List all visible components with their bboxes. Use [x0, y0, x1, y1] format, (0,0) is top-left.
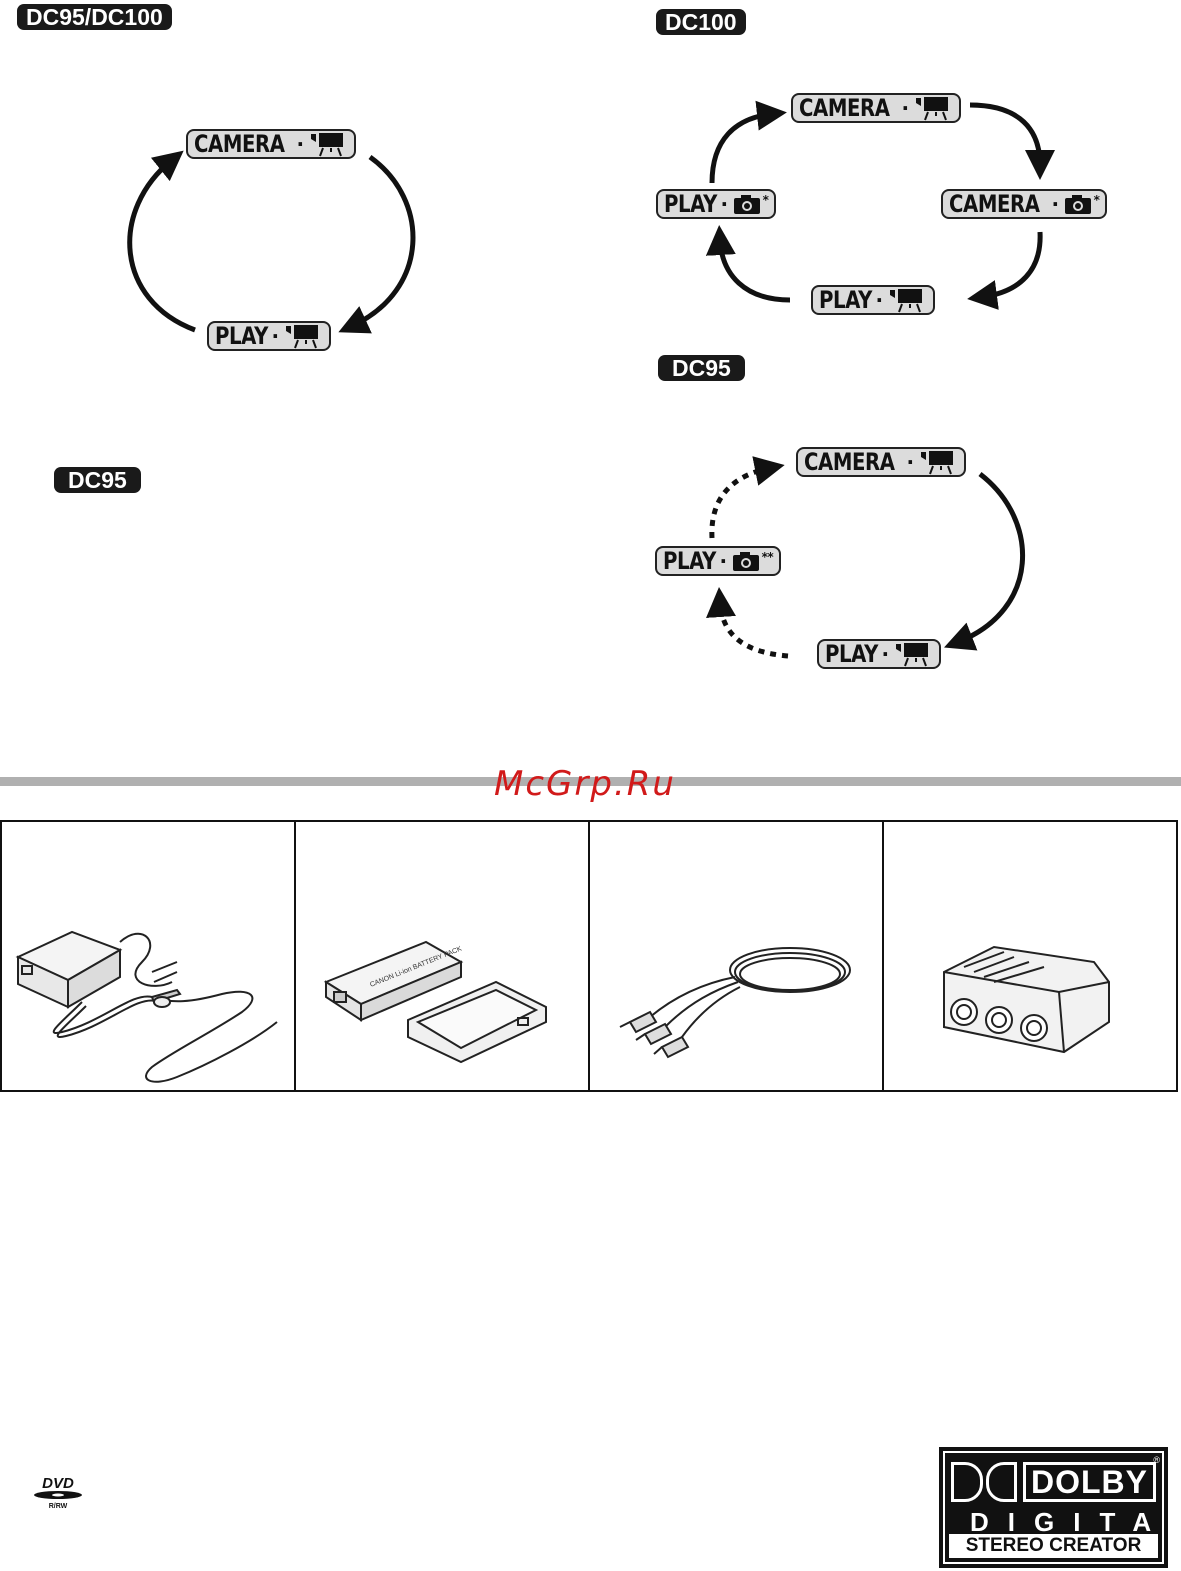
- accessory-scart-adapter: [884, 822, 1176, 1090]
- mode-label-play-movie-dc95: PLAY ·: [817, 639, 941, 669]
- still-camera-icon: [732, 193, 762, 215]
- movie-camera-icon: [913, 95, 953, 121]
- footnote-mark: **: [762, 550, 774, 564]
- mode-text: CAMERA: [799, 94, 890, 122]
- mode-label-play-movie: PLAY ·: [207, 321, 331, 351]
- mode-label-camera-movie: CAMERA ·: [186, 129, 356, 159]
- mode-text: PLAY: [819, 286, 872, 314]
- mode-flow-arrows: [0, 0, 1181, 760]
- mode-text: PLAY: [663, 547, 716, 575]
- dolby-digital-logo: DOLBY ® DIGITAL STEREO CREATOR: [939, 1447, 1168, 1568]
- dolby-stereo-creator: STEREO CREATOR: [949, 1534, 1158, 1558]
- footnote-mark: *: [1094, 193, 1100, 207]
- arrow-play-to-camera: [130, 160, 195, 330]
- av-cable-illustration: [590, 822, 884, 1090]
- mode-text: CAMERA: [949, 190, 1040, 218]
- mode-label-camera-movie-dc100: CAMERA ·: [791, 93, 961, 123]
- accessories-table: CANON Li-ion BATTERY PACK: [0, 820, 1178, 1092]
- mode-label-play-still-dc95: PLAY · **: [655, 546, 781, 576]
- double-d-icon: [951, 1462, 1017, 1502]
- dolby-brand: DOLBY: [1023, 1462, 1156, 1502]
- arrow-play-still-to-camera-movie: [712, 114, 772, 183]
- mode-label-play-movie-dc100: PLAY ·: [811, 285, 935, 315]
- still-camera-icon: [731, 550, 761, 572]
- arrow-camera-to-play-dc95: [958, 474, 1023, 642]
- mode-label-play-still-dc100: PLAY · *: [656, 189, 776, 219]
- arrow-camera-to-play: [352, 157, 413, 326]
- mode-text: CAMERA: [804, 448, 895, 476]
- arrow-camera-movie-to-camera-still: [970, 105, 1040, 165]
- dvd-logo: DVD R/RW: [30, 1473, 86, 1513]
- accessory-ac-adapter: [2, 822, 296, 1090]
- arrow-play-movie-to-play-still: [720, 240, 790, 300]
- dvd-text: DVD: [42, 1475, 74, 1492]
- movie-camera-icon: [283, 323, 323, 349]
- ac-adapter-illustration: [2, 822, 296, 1090]
- scart-adapter-illustration: [884, 822, 1178, 1090]
- movie-camera-icon: [308, 131, 348, 157]
- arrow-camera-still-to-play-movie: [982, 232, 1040, 297]
- accessory-av-cable: [590, 822, 884, 1090]
- accessory-battery-pack: CANON Li-ion BATTERY PACK: [296, 822, 590, 1090]
- registered-mark: ®: [1153, 1455, 1160, 1465]
- arrow-play-to-play-still-dotted: [720, 602, 788, 656]
- still-camera-icon: [1063, 193, 1093, 215]
- movie-camera-icon: [887, 287, 927, 313]
- mode-label-camera-movie-dc95: CAMERA ·: [796, 447, 966, 477]
- mode-text: PLAY: [664, 190, 717, 218]
- mode-text: PLAY: [825, 640, 878, 668]
- movie-camera-icon: [893, 641, 933, 667]
- dvd-subtext: R/RW: [49, 1503, 68, 1510]
- mode-text: CAMERA: [194, 130, 285, 158]
- arrow-play-still-to-camera-dotted: [712, 468, 770, 538]
- footnote-mark: *: [763, 193, 769, 207]
- watermark: McGrp.Ru: [494, 764, 676, 804]
- mode-text: PLAY: [215, 322, 268, 350]
- movie-camera-icon: [918, 449, 958, 475]
- battery-pack-illustration: CANON Li-ion BATTERY PACK: [296, 822, 590, 1090]
- mode-label-camera-still-dc100: CAMERA · *: [941, 189, 1107, 219]
